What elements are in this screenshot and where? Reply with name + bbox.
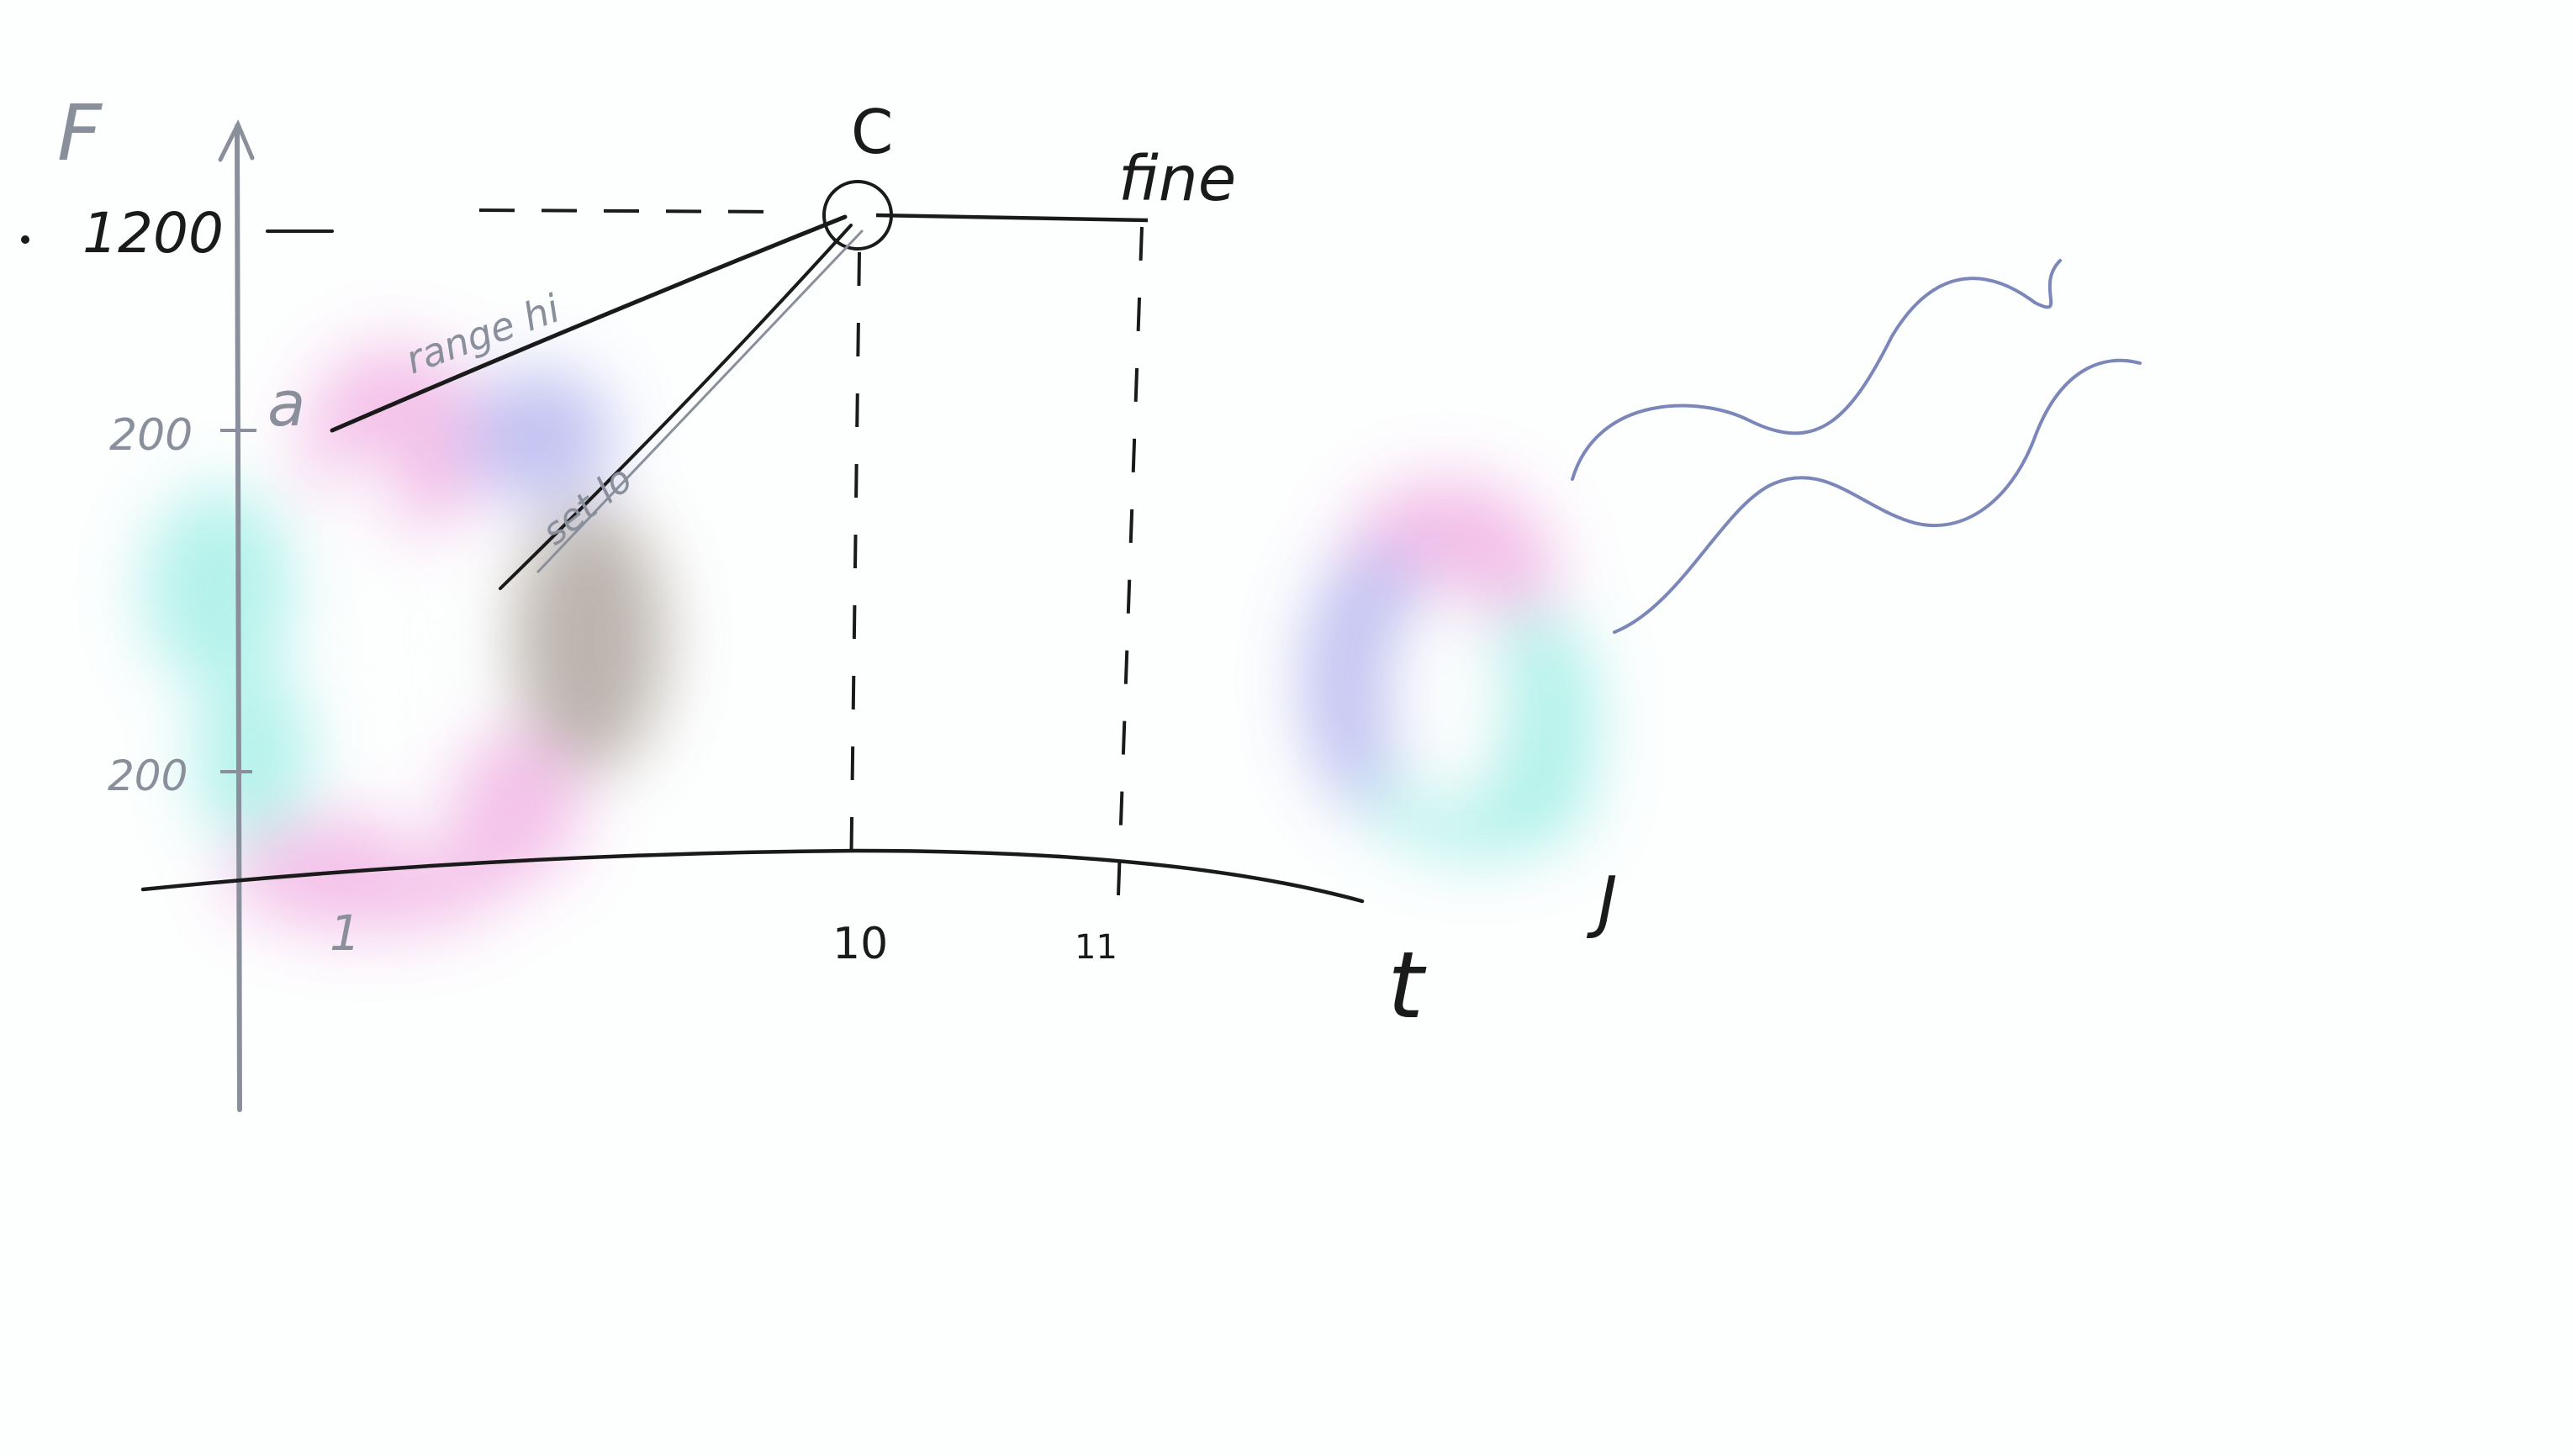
x-tick-label-10: 10	[832, 919, 888, 969]
y-tick-label-200-lower: 200	[108, 752, 188, 800]
point-a-label: a	[267, 368, 305, 440]
point-c-label: C	[851, 97, 893, 167]
erased-smudge-ring	[1303, 479, 1598, 857]
x-tick-label-11: 11	[1075, 928, 1117, 967]
dashed-drop-10	[849, 251, 861, 884]
x-tick-label-1: 1	[330, 905, 361, 962]
lower-ramp-line-2	[536, 229, 864, 573]
wave-line-lower	[1613, 358, 2142, 634]
x-axis	[140, 848, 1365, 904]
lower-ramp-line-1	[499, 224, 853, 590]
y-axis	[235, 124, 242, 1112]
dashed-line-1200	[478, 208, 783, 214]
dashed-drop-11	[1117, 226, 1144, 896]
tick-dot	[21, 235, 29, 244]
fine-label: fine	[1118, 143, 1236, 215]
wave-line-upper	[1571, 259, 2062, 481]
y-axis-arrow-icon	[218, 119, 255, 162]
fine-line	[875, 213, 1149, 223]
x-axis-end-mark: J	[1586, 863, 1618, 941]
y-axis-label: F	[57, 88, 103, 178]
upper-ramp-line	[330, 214, 848, 433]
y-tick-label-1200: 1200	[82, 201, 224, 266]
x-axis-label: t	[1387, 931, 1427, 1039]
erased-smudge-left	[143, 345, 664, 933]
y-tick-label-200-upper: 200	[109, 410, 193, 461]
